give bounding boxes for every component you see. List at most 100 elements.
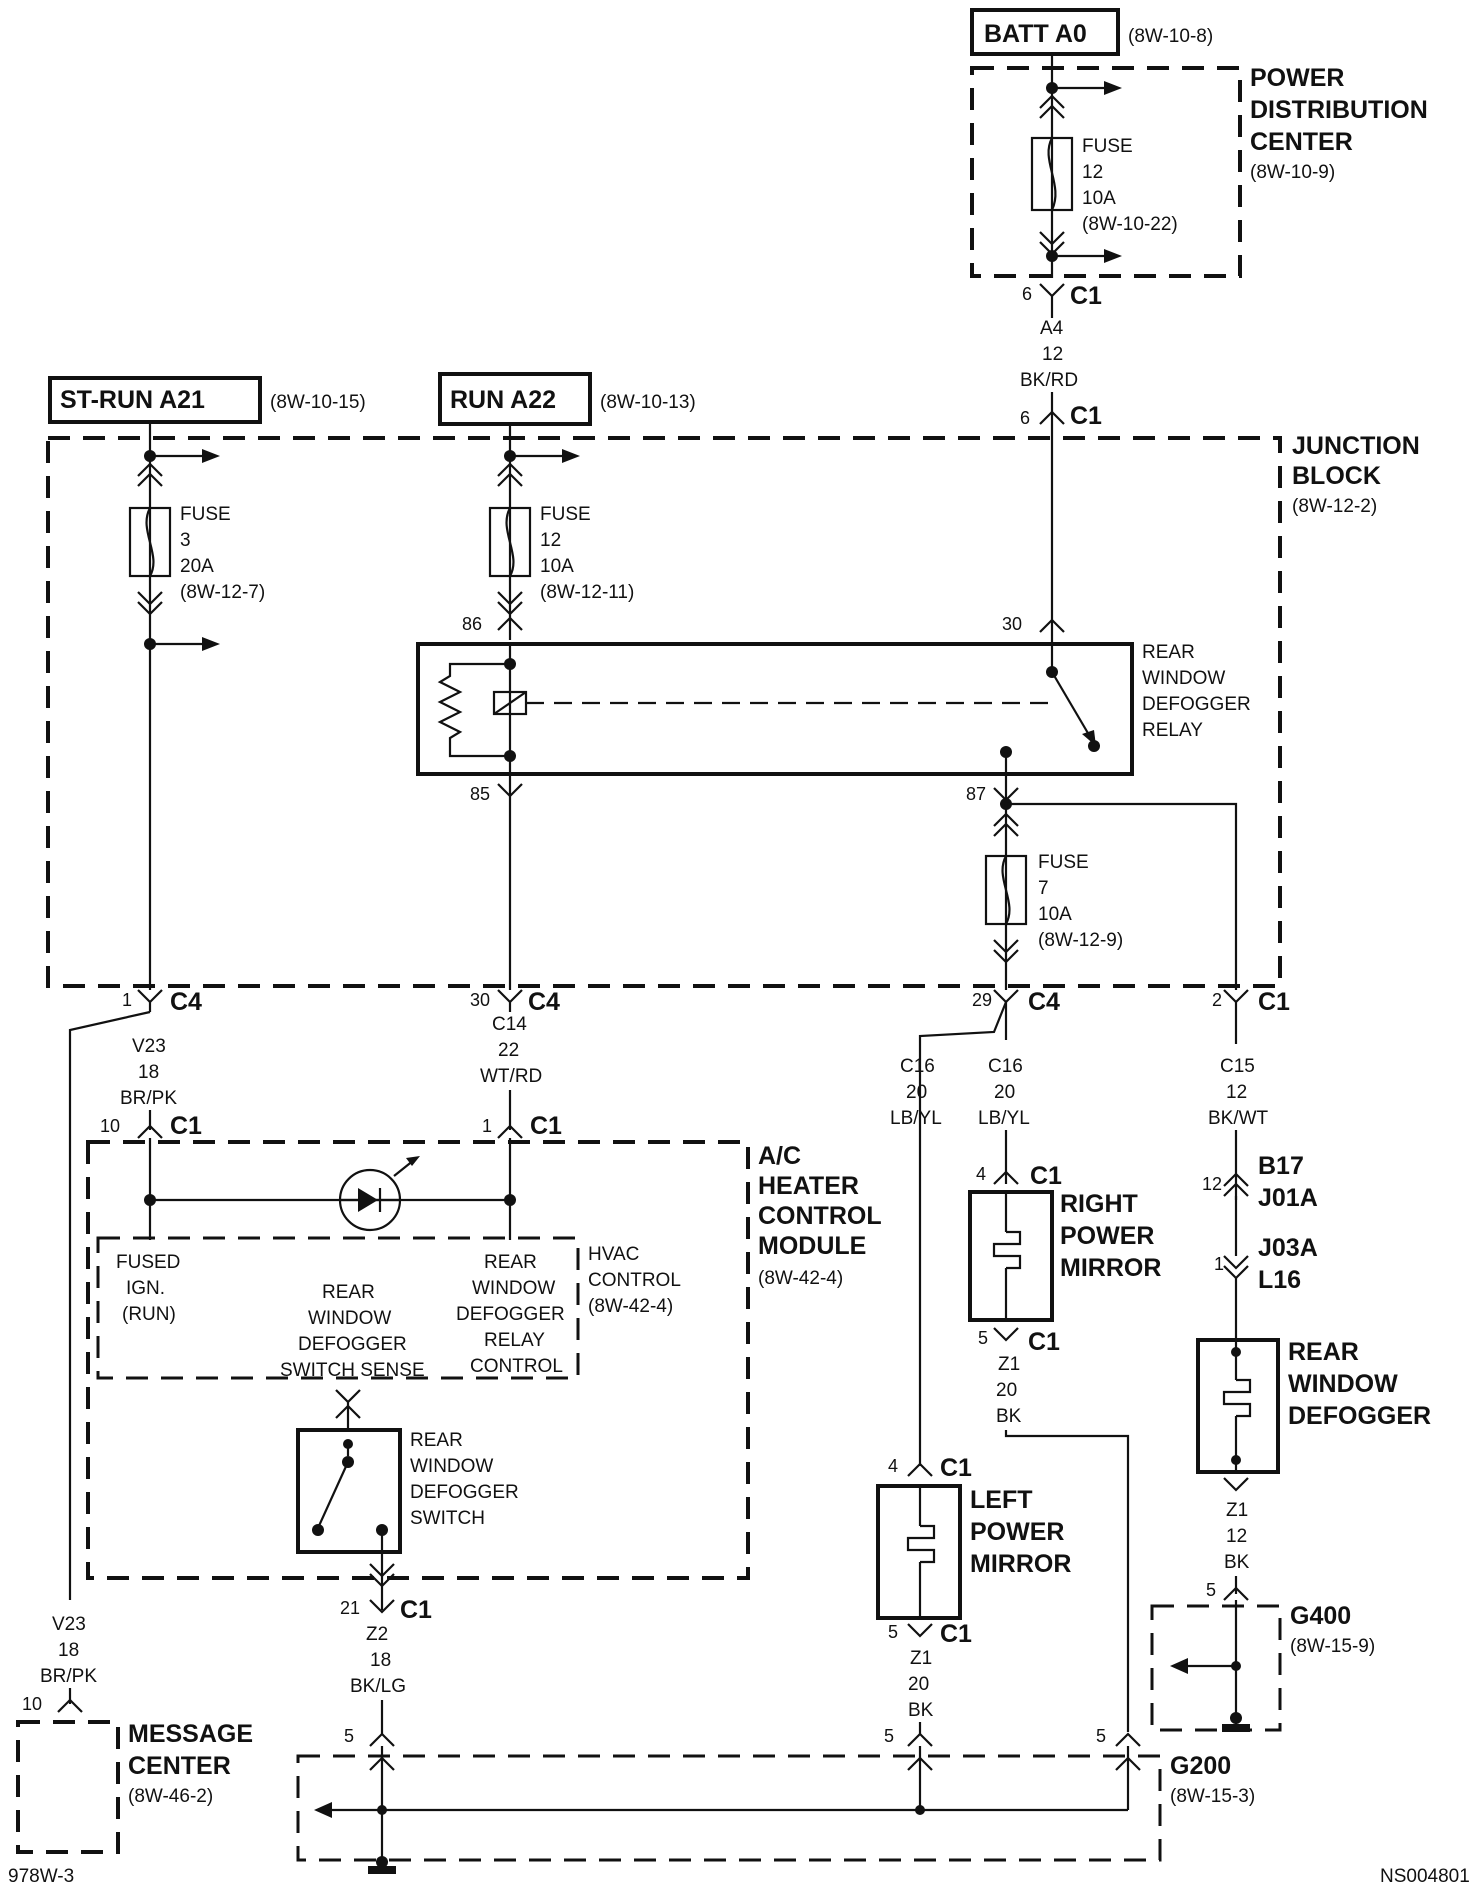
rear-window-defogger-switch: REAR WINDOW DEFOGGER SWITCH — [296, 1428, 519, 1554]
svg-text:POWER: POWER — [1250, 64, 1344, 92]
svg-text:1: 1 — [1214, 1254, 1224, 1274]
hvac-control: HVAC CONTROL (8W-42-4) FUSED IGN. (RUN) … — [96, 1236, 681, 1381]
svg-text:(8W-12-11): (8W-12-11) — [540, 582, 634, 603]
svg-text:C1: C1 — [1070, 282, 1102, 310]
svg-text:(8W-10-8): (8W-10-8) — [1128, 26, 1213, 47]
svg-text:20A: 20A — [180, 556, 214, 577]
svg-text:REAR: REAR — [484, 1252, 537, 1273]
jb-fuse-7: FUSE 7 10A (8W-12-9) — [984, 852, 1123, 951]
svg-text:V23: V23 — [132, 1036, 166, 1057]
svg-text:BK/WT: BK/WT — [1208, 1108, 1269, 1129]
svg-text:REAR: REAR — [410, 1430, 463, 1451]
svg-text:(8W-12-9): (8W-12-9) — [1038, 930, 1123, 951]
svg-text:C16: C16 — [988, 1056, 1023, 1077]
svg-text:10A: 10A — [1038, 904, 1072, 925]
svg-text:18: 18 — [58, 1640, 79, 1661]
wire-a4-color: BK/RD — [1020, 370, 1078, 391]
svg-text:WINDOW: WINDOW — [1142, 668, 1225, 689]
svg-text:Z1: Z1 — [910, 1648, 932, 1669]
svg-text:(8W-12-7): (8W-12-7) — [180, 582, 265, 603]
svg-text:RIGHT: RIGHT — [1060, 1190, 1138, 1218]
svg-text:DEFOGGER: DEFOGGER — [410, 1482, 519, 1503]
svg-text:5: 5 — [888, 1622, 898, 1642]
wire-a4-gauge: 12 — [1042, 344, 1063, 365]
svg-text:LEFT: LEFT — [970, 1486, 1033, 1514]
svg-text:(8W-42-4): (8W-42-4) — [588, 1296, 673, 1317]
svg-text:20: 20 — [996, 1380, 1017, 1401]
svg-text:12: 12 — [1226, 1526, 1247, 1547]
footer-left-code: 978W-3 — [8, 1866, 74, 1887]
svg-text:30: 30 — [470, 990, 490, 1010]
svg-text:(8W-10-22): (8W-10-22) — [1082, 214, 1178, 235]
svg-text:FUSE: FUSE — [1082, 136, 1133, 157]
svg-text:BR/PK: BR/PK — [40, 1666, 97, 1687]
svg-text:CONTROL: CONTROL — [588, 1270, 681, 1291]
svg-text:G400: G400 — [1290, 1602, 1351, 1630]
svg-text:21: 21 — [340, 1598, 360, 1618]
svg-text:V23: V23 — [52, 1614, 86, 1635]
svg-text:RUN A22: RUN A22 — [450, 386, 556, 414]
source-run-a22: RUN A22 (8W-10-13) — [438, 372, 696, 426]
indicator-led-icon — [338, 1156, 420, 1232]
svg-text:C14: C14 — [492, 1014, 527, 1035]
svg-text:18: 18 — [370, 1650, 391, 1671]
svg-text:20: 20 — [906, 1082, 927, 1103]
svg-text:BK: BK — [908, 1700, 934, 1721]
rear-window-defogger-relay: REAR WINDOW DEFOGGER RELAY — [416, 636, 1251, 776]
svg-text:WINDOW: WINDOW — [308, 1308, 391, 1329]
svg-text:CENTER: CENTER — [128, 1752, 231, 1780]
svg-text:ST-RUN A21: ST-RUN A21 — [60, 386, 205, 414]
svg-text:3: 3 — [180, 530, 191, 551]
svg-text:BLOCK: BLOCK — [1292, 462, 1381, 490]
svg-text:20: 20 — [994, 1082, 1015, 1103]
svg-text:(8W-15-9): (8W-15-9) — [1290, 1636, 1375, 1657]
svg-text:86: 86 — [462, 614, 482, 634]
jb-fuse-12: FUSE 12 10A (8W-12-11) — [488, 504, 634, 603]
svg-text:(RUN): (RUN) — [122, 1304, 176, 1325]
svg-text:30: 30 — [1002, 614, 1022, 634]
pdc-fuse-12: FUSE 12 10A (8W-10-22) — [1030, 136, 1178, 235]
svg-text:DEFOGGER: DEFOGGER — [456, 1304, 565, 1325]
ac-heater-control-module: A/C HEATER CONTROL MODULE (8W-42-4) — [86, 1140, 882, 1580]
svg-text:A/C: A/C — [758, 1142, 801, 1170]
svg-text:(8W-10-13): (8W-10-13) — [600, 392, 696, 413]
svg-text:MIRROR: MIRROR — [970, 1550, 1071, 1578]
message-center: MESSAGE CENTER (8W-46-2) — [16, 1720, 253, 1854]
svg-text:5: 5 — [884, 1726, 894, 1746]
svg-text:Z1: Z1 — [1226, 1500, 1248, 1521]
svg-text:MODULE: MODULE — [758, 1232, 866, 1260]
svg-text:DISTRIBUTION: DISTRIBUTION — [1250, 96, 1428, 124]
svg-text:(8W-46-2): (8W-46-2) — [128, 1786, 213, 1807]
svg-text:12: 12 — [1226, 1082, 1247, 1103]
svg-text:RELAY: RELAY — [484, 1330, 545, 1351]
svg-text:BR/PK: BR/PK — [120, 1088, 177, 1109]
svg-text:LB/YL: LB/YL — [978, 1108, 1030, 1129]
svg-text:BK/LG: BK/LG — [350, 1676, 406, 1697]
svg-text:10: 10 — [22, 1694, 42, 1714]
svg-text:WINDOW: WINDOW — [1288, 1370, 1398, 1398]
svg-text:C1: C1 — [940, 1620, 972, 1648]
svg-text:C1: C1 — [1028, 1328, 1060, 1356]
svg-text:10A: 10A — [540, 556, 574, 577]
svg-text:MESSAGE: MESSAGE — [128, 1720, 253, 1748]
junction-block: JUNCTION BLOCK (8W-12-2) — [46, 432, 1420, 988]
svg-text:6: 6 — [1022, 284, 1032, 304]
svg-text:6: 6 — [1020, 408, 1030, 428]
wire-a4-circuit: A4 — [1040, 318, 1064, 339]
svg-text:JUNCTION: JUNCTION — [1292, 432, 1420, 460]
svg-text:Z1: Z1 — [998, 1354, 1020, 1375]
svg-text:10: 10 — [100, 1116, 120, 1136]
svg-text:10A: 10A — [1082, 188, 1116, 209]
svg-text:5: 5 — [978, 1328, 988, 1348]
svg-text:DEFOGGER: DEFOGGER — [1288, 1402, 1431, 1430]
svg-text:C1: C1 — [170, 1112, 202, 1140]
svg-text:REAR: REAR — [322, 1282, 375, 1303]
svg-text:(8W-10-15): (8W-10-15) — [270, 392, 366, 413]
svg-text:12: 12 — [540, 530, 561, 551]
svg-text:(8W-10-9): (8W-10-9) — [1250, 162, 1335, 183]
svg-text:POWER: POWER — [970, 1518, 1064, 1546]
svg-text:29: 29 — [972, 990, 992, 1010]
svg-text:REAR: REAR — [1288, 1338, 1359, 1366]
svg-text:12: 12 — [1202, 1174, 1222, 1194]
svg-text:FUSED: FUSED — [116, 1252, 180, 1273]
